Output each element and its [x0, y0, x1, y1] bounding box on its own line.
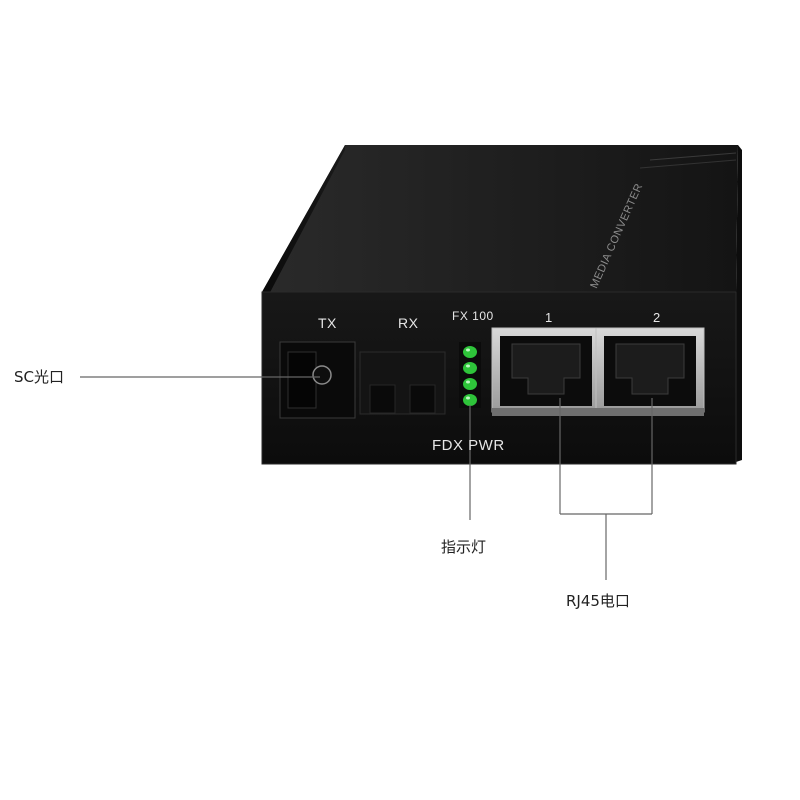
- rj45-callout: RJ45电口: [566, 592, 630, 610]
- rj45-bracket: [559, 398, 653, 580]
- device-right-edge: [736, 145, 742, 462]
- rj45-port-2: [595, 327, 705, 413]
- device-top-surface: [262, 145, 738, 292]
- rj45-metal-shield: [492, 408, 704, 416]
- rj45-port-1: [491, 327, 601, 413]
- rx-label: RX: [398, 315, 419, 331]
- fx100-label: FX 100: [452, 309, 494, 323]
- fdx-pwr-label: FDX PWR: [432, 437, 505, 454]
- rj45-1-label: 1: [545, 310, 553, 325]
- indicator-callout: 指示灯: [441, 538, 487, 556]
- top-stripes: [639, 152, 737, 169]
- sc-port: [279, 341, 446, 419]
- sc-callout: SC光口: [14, 368, 64, 386]
- indicator-leds: [459, 342, 481, 408]
- tx-label: TX: [318, 315, 337, 331]
- rj45-2-label: 2: [653, 310, 661, 325]
